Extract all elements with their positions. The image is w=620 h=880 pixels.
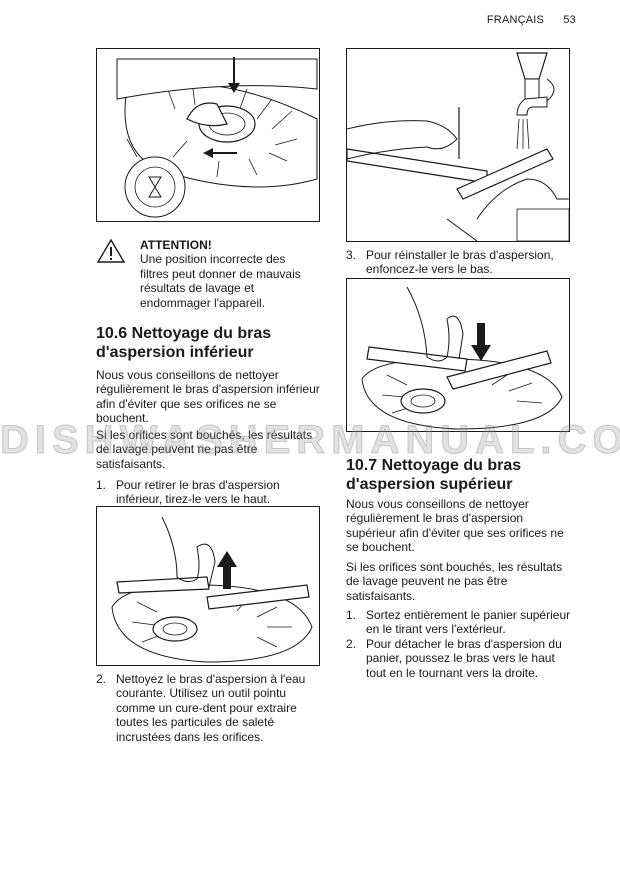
step-number: 1. xyxy=(96,478,107,492)
language-label: FRANÇAIS xyxy=(486,14,545,26)
filter-installation-figure xyxy=(96,48,320,222)
section-10-7-paragraph-2: Si les orifices sont bouchés, les résult… xyxy=(346,560,563,603)
warning-title: ATTENTION! xyxy=(140,238,212,252)
step-text: Sortez entièrement le panier supérieur e… xyxy=(366,608,571,637)
section-10-7-step-2: 2. Pour détacher le bras d'aspersion du … xyxy=(346,637,572,680)
warning-triangle-icon xyxy=(96,238,140,310)
step-number: 2. xyxy=(346,637,357,651)
section-heading-10-6: 10.6 Nettoyage du bras d'aspersion infér… xyxy=(96,325,272,361)
step-text: Nettoyez le bras d'aspersion à l'eau cou… xyxy=(116,672,306,744)
section-10-6-paragraph-2: Si les orifices sont bouchés, les résult… xyxy=(96,428,313,471)
step-text: Pour retirer le bras d'aspersion inférie… xyxy=(116,478,280,507)
step-text: Pour réinstaller le bras d'aspersion, en… xyxy=(366,248,554,277)
section-10-6-step-2: 2. Nettoyez le bras d'aspersion à l'eau … xyxy=(96,672,322,744)
step-text: Pour détacher le bras d'aspersion du pan… xyxy=(366,637,562,680)
step-number: 3. xyxy=(346,248,357,262)
remove-spray-arm-figure xyxy=(96,506,320,666)
step-number: 2. xyxy=(96,672,107,686)
section-10-6-step-1: 1. Pour retirer le bras d'aspersion infé… xyxy=(96,478,318,507)
section-10-7-paragraph-1: Nous vous conseillons de nettoyer réguli… xyxy=(346,497,564,555)
clean-spray-arm-figure xyxy=(346,48,570,242)
section-10-6-step-3: 3. Pour réinstaller le bras d'aspersion,… xyxy=(346,248,572,277)
section-10-7-step-1: 1. Sortez entièrement le panier supérieu… xyxy=(346,608,572,637)
section-10-6-paragraph-1: Nous vous conseillons de nettoyer réguli… xyxy=(96,368,320,426)
section-heading-10-7: 10.7 Nettoyage du bras d'aspersion supér… xyxy=(346,457,522,493)
step-number: 1. xyxy=(346,608,357,622)
page-header: FRANÇAIS 53 xyxy=(487,14,576,26)
page-number: 53 xyxy=(563,14,576,26)
warning-box: ATTENTION! Une position incorrecte des f… xyxy=(96,238,316,310)
warning-text: Une position incorrecte des filtres peut… xyxy=(140,252,301,310)
reinstall-spray-arm-figure xyxy=(346,278,570,432)
